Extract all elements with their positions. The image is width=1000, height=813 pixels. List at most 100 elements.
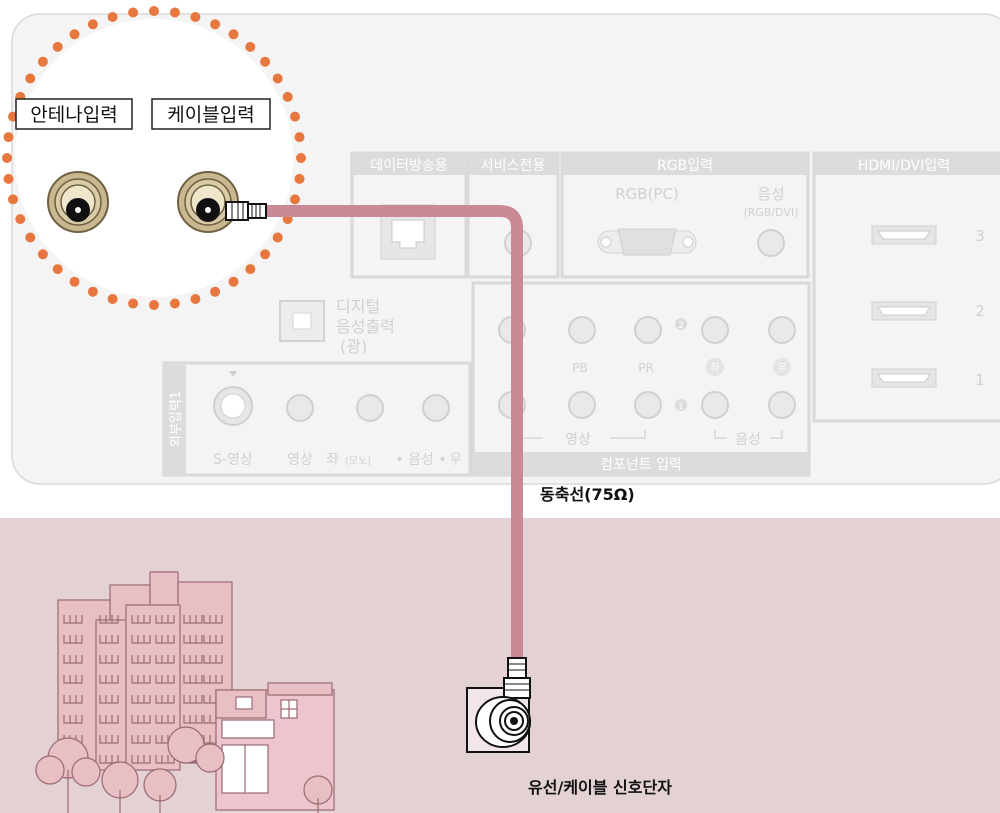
building-window (63, 635, 83, 644)
hdmi-input-label: HDMI/DVI입력 (858, 158, 950, 174)
s-video-port (213, 386, 253, 426)
hdmi-port-2-label: 2 (975, 302, 985, 320)
hdmi-section: HDMI/DVI입력 3 2 1 (812, 151, 1000, 423)
wall-terminal (466, 657, 531, 753)
highlight-dot (87, 286, 98, 297)
highlight-dot (260, 249, 271, 260)
comp2-left-jack (701, 316, 729, 344)
highlight-dot (190, 294, 201, 304)
building-window (131, 715, 151, 724)
building-window (99, 715, 119, 724)
building-window (183, 655, 203, 664)
wall-terminal-plug (507, 657, 527, 679)
building-window (183, 695, 203, 704)
vga-port (597, 228, 697, 256)
building-window (203, 635, 223, 644)
comp-right-label: 우 (777, 362, 786, 374)
hdmi-port-1-label: 1 (975, 371, 985, 389)
building-window (63, 695, 83, 704)
highlight-dot (25, 73, 36, 84)
rgb-audio-jack (757, 229, 785, 257)
highlight-dot (282, 91, 293, 102)
highlight-dot (15, 214, 26, 225)
comp2-right-jack (768, 316, 796, 344)
building-window (99, 735, 119, 744)
highlight-dot (8, 194, 18, 205)
cable-input-label-box: 케이블입력 (151, 98, 271, 130)
external-input-label: 외부입력1 (169, 391, 184, 447)
building-window (99, 655, 119, 664)
highlight-dot (169, 298, 180, 309)
trees (35, 726, 333, 813)
highlight-dot (272, 232, 283, 243)
highlight-dot (228, 29, 239, 40)
highlight-dot (149, 300, 159, 310)
cable-input-label: 케이블입력 (167, 104, 254, 126)
building-window (63, 615, 83, 624)
highlight-dot (52, 264, 63, 275)
highlight-dot (149, 6, 159, 16)
hdmi-port-2 (871, 301, 937, 321)
building-window (131, 615, 151, 624)
highlight-dot (37, 56, 48, 67)
building-window (99, 675, 119, 684)
building-window (183, 675, 203, 684)
highlight-dot (294, 132, 305, 143)
building-window (131, 655, 151, 664)
building-window (155, 635, 175, 644)
comp-num2-label: 2 (678, 321, 684, 331)
component-input-label: 컴포넌트 입력 (600, 457, 682, 473)
highlight-dot (296, 153, 306, 163)
coaxial-cable (262, 205, 523, 665)
highlight-dot (245, 41, 256, 52)
right-audio-jack (422, 394, 450, 422)
building-window (63, 675, 83, 684)
building-window (131, 695, 151, 704)
building-window (99, 755, 119, 764)
left-label: 좌 (326, 452, 339, 468)
building-window (155, 675, 175, 684)
mono-label: (모노) (345, 455, 371, 467)
hdmi-port-3-label: 3 (975, 227, 985, 245)
comp-num1-label: 1 (678, 402, 684, 412)
comp-audio-label: 음성 (735, 432, 761, 448)
cable-f-connector (177, 171, 239, 233)
video-jack (286, 394, 314, 422)
comp-pr-label: PR (638, 361, 654, 375)
building-window (183, 615, 203, 624)
highlight-dot (3, 173, 14, 184)
building-window (131, 735, 151, 744)
highlight-dot (69, 276, 80, 287)
video-label: 영상 (287, 452, 313, 468)
highlight-dot (260, 56, 271, 67)
highlight-dot (107, 12, 118, 22)
comp1-pr-jack (634, 391, 662, 419)
building-window (155, 615, 175, 624)
left-audio-jack (356, 394, 384, 422)
antenna-f-connector (47, 171, 109, 233)
highlight-dot (290, 111, 300, 122)
building-window (131, 755, 151, 764)
building-window (155, 715, 175, 724)
comp1-pb-jack (568, 391, 596, 419)
antenna-input-label: 안테나입력 (30, 104, 117, 126)
apartment-buildings-illustration (35, 571, 335, 813)
digital-label-3: (광) (340, 337, 367, 356)
comp-pb-label: PB (572, 361, 587, 375)
highlight-dot (128, 298, 139, 309)
highlight-dot (290, 194, 300, 205)
highlight-dot (25, 232, 36, 243)
highlight-dot (107, 294, 118, 304)
coaxial-cable-label: 동축선(75Ω) (540, 485, 635, 504)
right-label: 우 (450, 452, 463, 468)
s-video-label: S-영상 (213, 452, 253, 468)
highlight-dot (245, 264, 256, 275)
comp2-pr-jack (634, 316, 662, 344)
comp-left-label: 좌 (710, 362, 719, 374)
building-window (99, 635, 119, 644)
highlight-dot (210, 19, 221, 30)
rgb-section: RGB입력 RGB(PC) 음성 (RGB/DVI) (560, 151, 810, 279)
highlight-dot (52, 41, 63, 52)
comp-num1-badge (675, 399, 687, 411)
building-window (155, 655, 175, 664)
